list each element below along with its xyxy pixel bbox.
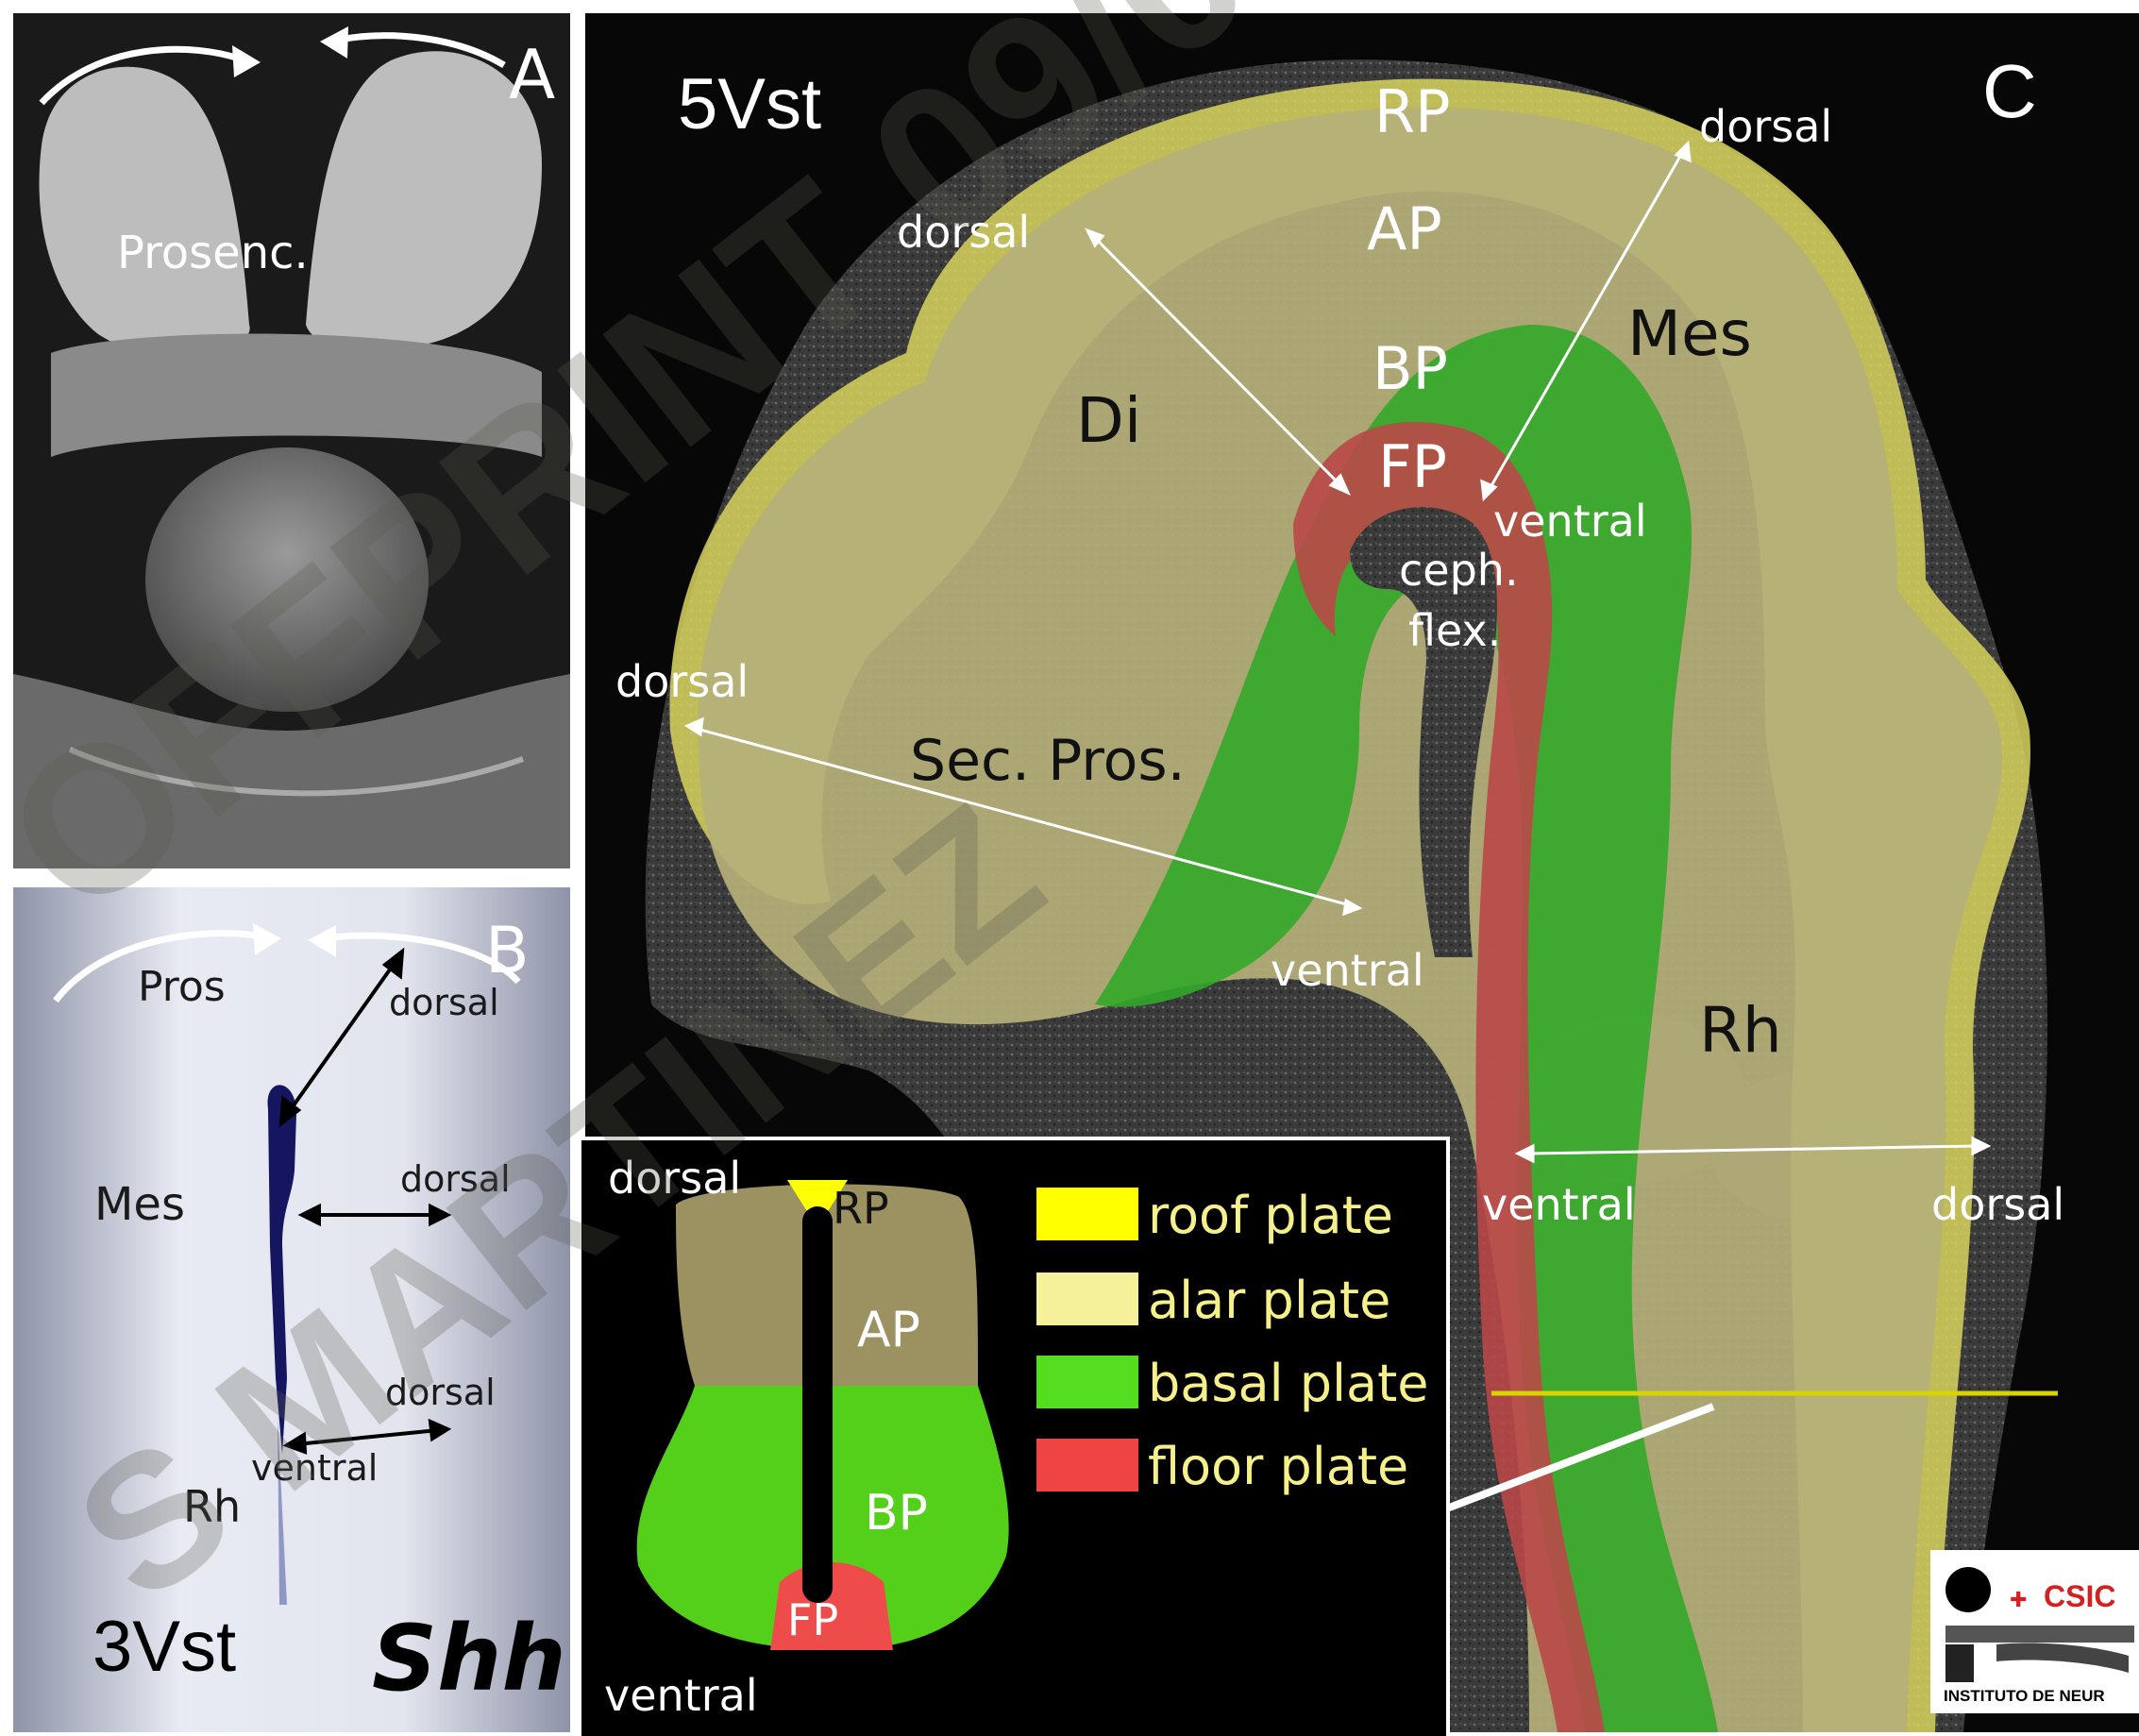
institute-label: INSTITUTO DE NEUR (1944, 1687, 2105, 1705)
legend-label-roof: roof plate (1148, 1186, 1393, 1245)
panel-b-letter: B (485, 914, 530, 988)
legend-swatch-alar (1036, 1273, 1138, 1325)
ventral-label: ventral (251, 1447, 378, 1489)
svg-text:✚: ✚ (2010, 1588, 2027, 1611)
dorsal-label: dorsal (615, 656, 749, 707)
panel-a-letter: A (509, 35, 555, 114)
right-neural-fold (306, 51, 542, 349)
panel-a: A Prosenc. (13, 13, 570, 868)
csic-logo: CSIC ✚ INSTITUTO DE NEUR (1930, 1550, 2139, 1713)
panel-a-sem-image: A Prosenc. (13, 13, 570, 868)
dorsal-label: dorsal (1699, 101, 1832, 152)
panel-c-letter: C (1982, 49, 2037, 133)
inset-rp-label: RP (833, 1183, 889, 1234)
floor-plate-label: FP (1378, 432, 1447, 501)
panel-b-in-situ-image: B Pros dorsal Mes dorsal dorsal ventral … (13, 887, 570, 1732)
inset-bp-label: BP (865, 1485, 928, 1542)
mesencephalon-label: Mes (1627, 297, 1752, 370)
gene-label: Shh (372, 1606, 566, 1711)
dorsal-label: dorsal (389, 982, 499, 1023)
inset-ventral-label: ventral (604, 1670, 758, 1721)
flexure-label-line2: flex. (1408, 605, 1501, 656)
legend: roof plate alar plate basal plate floor … (1036, 1186, 1429, 1496)
panel-b: B Pros dorsal Mes dorsal dorsal ventral … (13, 887, 570, 1732)
legend-label-alar: alar plate (1148, 1271, 1390, 1330)
legend-swatch-basal (1036, 1356, 1138, 1408)
csic-dot-icon (1945, 1567, 1991, 1612)
dorsal-label: dorsal (897, 207, 1030, 258)
legend-label-basal: basal plate (1148, 1354, 1429, 1413)
dorsal-label: dorsal (385, 1372, 496, 1413)
secondary-prosencephalon-label: Sec. Pros. (910, 728, 1186, 794)
ventral-label: ventral (1271, 945, 1424, 996)
dorsal-label: dorsal (400, 1158, 511, 1200)
basal-plate-label: BP (1373, 334, 1448, 403)
diencephalon-label: Di (1076, 384, 1141, 457)
legend-label-floor: floor plate (1148, 1437, 1408, 1496)
stage-label: 3Vst (93, 1607, 236, 1687)
rhombencephalon-label: Rh (1699, 994, 1782, 1067)
legend-swatch-floor (1036, 1439, 1138, 1492)
roof-plate-label: RP (1374, 77, 1450, 146)
dorsal-label: dorsal (1931, 1179, 2064, 1230)
inset-lumen (802, 1206, 833, 1603)
pros-label: Pros (138, 963, 226, 1011)
csic-org-label: CSIC (2044, 1579, 2115, 1613)
legend-swatch-roof (1036, 1188, 1138, 1240)
prosencephalon-label: Prosenc. (117, 227, 309, 279)
flexure-label-line1: ceph. (1399, 545, 1519, 596)
stage-label: 5Vst (678, 64, 821, 144)
alar-plate-label: AP (1367, 194, 1442, 263)
rh-label: Rh (183, 1481, 241, 1532)
inset-dorsal-label: dorsal (608, 1153, 741, 1204)
inset-fp-label: FP (787, 1594, 838, 1645)
ventral-label: ventral (1493, 496, 1647, 547)
left-neural-fold (40, 67, 250, 356)
ventral-label: ventral (1482, 1179, 1636, 1230)
inset-ap-label: AP (857, 1302, 920, 1358)
mes-label: Mes (94, 1178, 185, 1231)
embryo-body (145, 447, 429, 712)
neural-tube-schematic-inset: dorsal ventral RP AP BP FP roof plate al… (581, 1137, 1450, 1736)
